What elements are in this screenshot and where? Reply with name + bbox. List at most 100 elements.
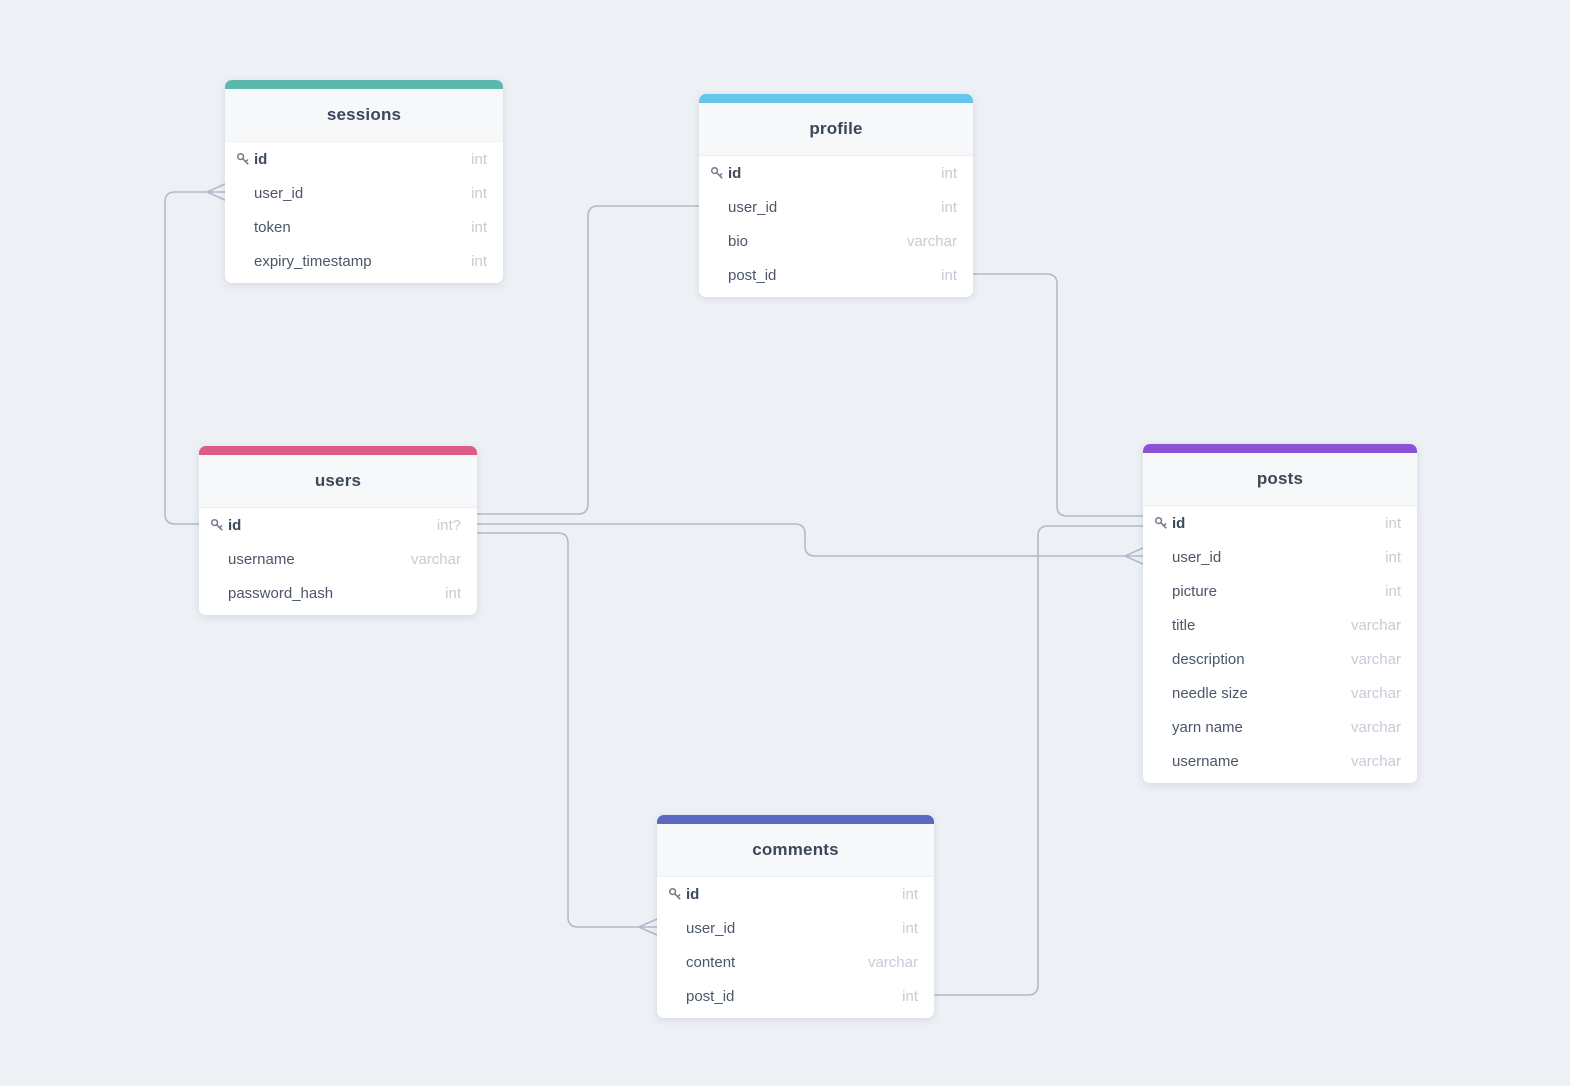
field-row-users-password_hash: password_hash int — [199, 576, 477, 610]
relationship-users-id-to-comments-user_id[interactable] — [476, 532, 658, 936]
field-name: password_hash — [228, 584, 334, 602]
field-icon-spacer — [668, 921, 686, 935]
field-type: int — [941, 164, 957, 182]
field-type: varchar — [867, 953, 918, 971]
field-row-posts-title: title varchar — [1143, 608, 1417, 642]
field-type: int — [471, 252, 487, 270]
field-type: int — [1385, 514, 1401, 532]
field-icon-spacer — [236, 254, 254, 268]
primary-key-icon — [210, 518, 228, 532]
field-type: int — [902, 919, 918, 937]
table-title-profile: profile — [699, 103, 973, 156]
field-row-profile-post_id: post_id int — [699, 258, 973, 292]
relationship-profile-post_id-to-posts-id[interactable] — [972, 273, 1144, 517]
field-name: username — [1172, 752, 1239, 770]
field-type: int — [941, 198, 957, 216]
field-name: id — [686, 885, 700, 903]
field-icon-spacer — [1154, 652, 1172, 666]
field-icon-spacer — [710, 268, 728, 282]
field-row-profile-bio: bio varchar — [699, 224, 973, 258]
relationship-users-id-to-posts-user_id[interactable] — [476, 523, 1144, 565]
field-name: content — [686, 953, 736, 971]
field-name: user_id — [254, 184, 304, 202]
table-accent-bar — [657, 815, 934, 824]
field-name: id — [228, 516, 242, 534]
field-type: varchar — [1350, 650, 1401, 668]
field-type: varchar — [1350, 752, 1401, 770]
field-icon-spacer — [1154, 754, 1172, 768]
field-name: bio — [728, 232, 749, 250]
field-row-sessions-id: id int — [225, 142, 503, 176]
field-row-sessions-token: token int — [225, 210, 503, 244]
field-icon-spacer — [710, 200, 728, 214]
field-row-sessions-user_id: user_id int — [225, 176, 503, 210]
field-icon-spacer — [236, 186, 254, 200]
field-name: description — [1172, 650, 1245, 668]
field-icon-spacer — [210, 586, 228, 600]
field-row-comments-id: id int — [657, 877, 934, 911]
field-type: int — [445, 584, 461, 602]
field-type: int — [941, 266, 957, 284]
field-row-users-id: id int? — [199, 508, 477, 542]
table-accent-bar — [225, 80, 503, 89]
relationship-comments-post_id-to-posts-id[interactable] — [934, 525, 1144, 996]
table-title-posts: posts — [1143, 453, 1417, 506]
field-name: post_id — [728, 266, 777, 284]
field-name: needle size — [1172, 684, 1248, 702]
primary-key-icon — [710, 166, 728, 180]
field-name: expiry_timestamp — [254, 252, 372, 270]
field-icon-spacer — [668, 989, 686, 1003]
field-name: username — [228, 550, 295, 568]
relationship-users-id-to-sessions-user_id[interactable] — [164, 183, 226, 525]
field-type: int — [902, 987, 918, 1005]
field-icon-spacer — [236, 220, 254, 234]
field-icon-spacer — [710, 234, 728, 248]
field-type: int? — [436, 516, 461, 534]
table-accent-bar — [1143, 444, 1417, 453]
field-row-posts-id: id int — [1143, 506, 1417, 540]
primary-key-icon — [236, 152, 254, 166]
field-icon-spacer — [1154, 720, 1172, 734]
field-type: int — [471, 150, 487, 168]
field-name: user_id — [686, 919, 736, 937]
field-name: id — [1172, 514, 1186, 532]
field-type: varchar — [1350, 616, 1401, 634]
table-accent-bar — [199, 446, 477, 455]
field-icon-spacer — [1154, 550, 1172, 564]
relationship-users-id-to-profile-user_id[interactable] — [476, 205, 700, 515]
field-type: int — [471, 184, 487, 202]
field-type: int — [471, 218, 487, 236]
primary-key-icon — [1154, 516, 1172, 530]
field-name: title — [1172, 616, 1196, 634]
field-name: yarn name — [1172, 718, 1243, 736]
field-icon-spacer — [1154, 584, 1172, 598]
primary-key-icon — [668, 887, 686, 901]
table-title-users: users — [199, 455, 477, 508]
field-icon-spacer — [210, 552, 228, 566]
field-type: int — [902, 885, 918, 903]
field-row-posts-yarn-name: yarn name varchar — [1143, 710, 1417, 744]
field-type: varchar — [1350, 684, 1401, 702]
field-name: user_id — [728, 198, 778, 216]
field-name: token — [254, 218, 291, 236]
table-title-sessions: sessions — [225, 89, 503, 142]
field-type: varchar — [906, 232, 957, 250]
field-row-posts-description: description varchar — [1143, 642, 1417, 676]
field-type: int — [1385, 582, 1401, 600]
field-icon-spacer — [1154, 686, 1172, 700]
field-name: id — [254, 150, 268, 168]
field-type: varchar — [1350, 718, 1401, 736]
field-row-sessions-expiry_timestamp: expiry_timestamp int — [225, 244, 503, 278]
field-row-comments-user_id: user_id int — [657, 911, 934, 945]
field-name: user_id — [1172, 548, 1222, 566]
